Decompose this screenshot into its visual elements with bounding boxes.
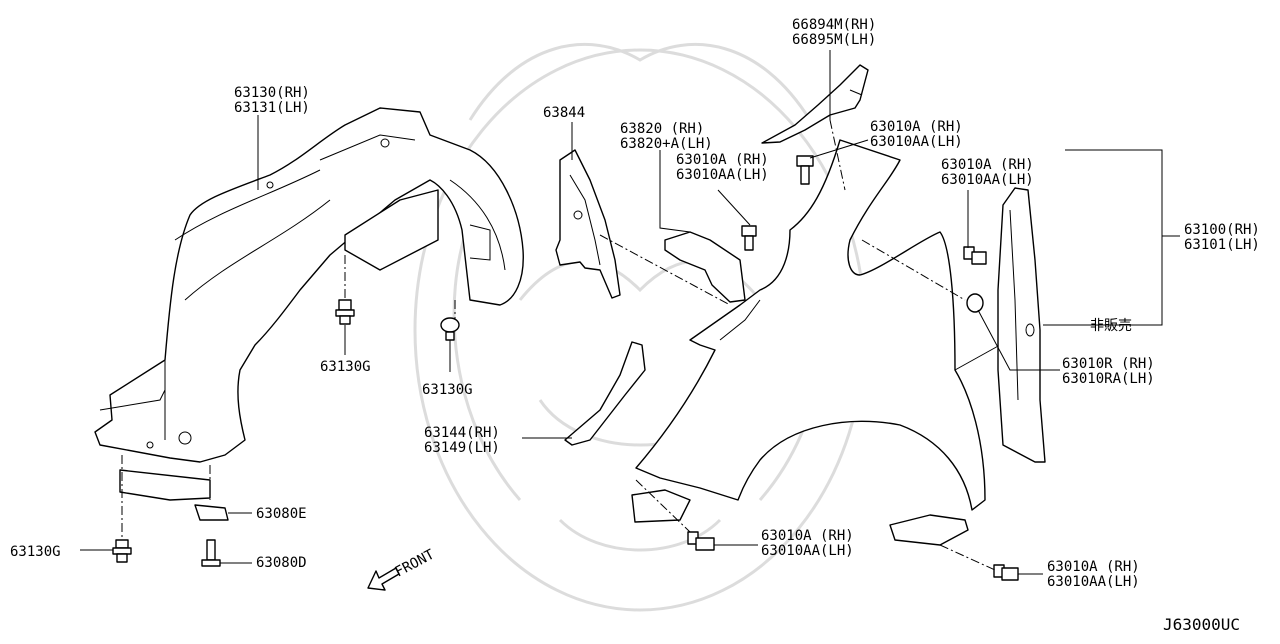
leader-dash-bottom1 [635, 479, 691, 533]
label-63080e: 63080E [256, 506, 307, 522]
label-63130g-b: 63130G [422, 382, 473, 398]
label-63010a-top: 63010A (RH) [870, 119, 963, 135]
label-63844: 63844 [543, 105, 585, 121]
label-63010aa-bottom2: 63010AA(LH) [1047, 574, 1140, 590]
bracket-63844-part[interactable] [555, 149, 621, 299]
fender-seal-66894m-part[interactable] [761, 64, 869, 144]
label-63149: 63149(LH) [424, 440, 500, 456]
screw-63010a-mid[interactable] [741, 225, 757, 251]
screw-63010a-bottom1[interactable] [687, 531, 715, 551]
front-arrow-icon [367, 567, 400, 591]
label-63130: 63130(RH) [234, 85, 310, 101]
label-63131: 63131(LH) [234, 100, 310, 116]
label-63130g-c: 63130G [10, 544, 61, 560]
label-63010aa-top: 63010AA(LH) [870, 134, 963, 150]
leader-dash-63844 [599, 234, 731, 306]
nut-63010r[interactable] [966, 293, 984, 313]
label-63010aa-right: 63010AA(LH) [941, 172, 1034, 188]
clip-63130g-a[interactable] [335, 299, 355, 325]
label-front: FRONT [392, 546, 437, 580]
screw-63010a-bottom2[interactable] [993, 564, 1019, 581]
label-63130g-a: 63130G [320, 359, 371, 375]
label-63010a-bottom2: 63010A (RH) [1047, 559, 1140, 575]
leader-dash-fender-mudguard [861, 239, 966, 301]
label-66895m: 66895M(LH) [792, 32, 876, 48]
label-63010aa-bottom1: 63010AA(LH) [761, 543, 854, 559]
screw-63010a-top[interactable] [796, 155, 814, 185]
bracket-63820-part[interactable] [664, 231, 746, 303]
mudguard-part[interactable] [997, 187, 1046, 463]
leader-lines [80, 50, 1180, 575]
leader-dash-seal [829, 119, 846, 191]
bracket-63144-part[interactable] [564, 341, 646, 446]
label-63010a-right: 63010A (RH) [941, 157, 1034, 173]
label-63010a-bottom1: 63010A (RH) [761, 528, 854, 544]
nut-63080e[interactable] [194, 504, 229, 521]
label-63010aa-mid: 63010AA(LH) [676, 167, 769, 183]
diagram-code: J63000UC [1163, 615, 1240, 634]
label-63101: 63101(LH) [1184, 237, 1260, 253]
front-fender-part[interactable] [631, 139, 1001, 546]
label-63010ra: 63010RA(LH) [1062, 371, 1155, 387]
label-66894m: 66894M(RH) [792, 17, 876, 33]
label-not-for-sale: 非販売 [1090, 318, 1132, 334]
label-63100: 63100(RH) [1184, 222, 1260, 238]
label-63820a: 63820+A(LH) [620, 136, 713, 152]
rivet-63080d[interactable] [201, 539, 221, 567]
label-63080d: 63080D [256, 555, 307, 571]
label-63144: 63144(RH) [424, 425, 500, 441]
leader-dash-bottom2 [939, 544, 996, 571]
label-63010r: 63010R (RH) [1062, 356, 1155, 372]
screw-63010a-right[interactable] [963, 246, 987, 265]
label-63010a-mid: 63010A (RH) [676, 152, 769, 168]
wheel-housing-liner-part[interactable] [94, 107, 524, 501]
clip-63130g-c[interactable] [112, 539, 132, 563]
label-63820: 63820 (RH) [620, 121, 704, 137]
